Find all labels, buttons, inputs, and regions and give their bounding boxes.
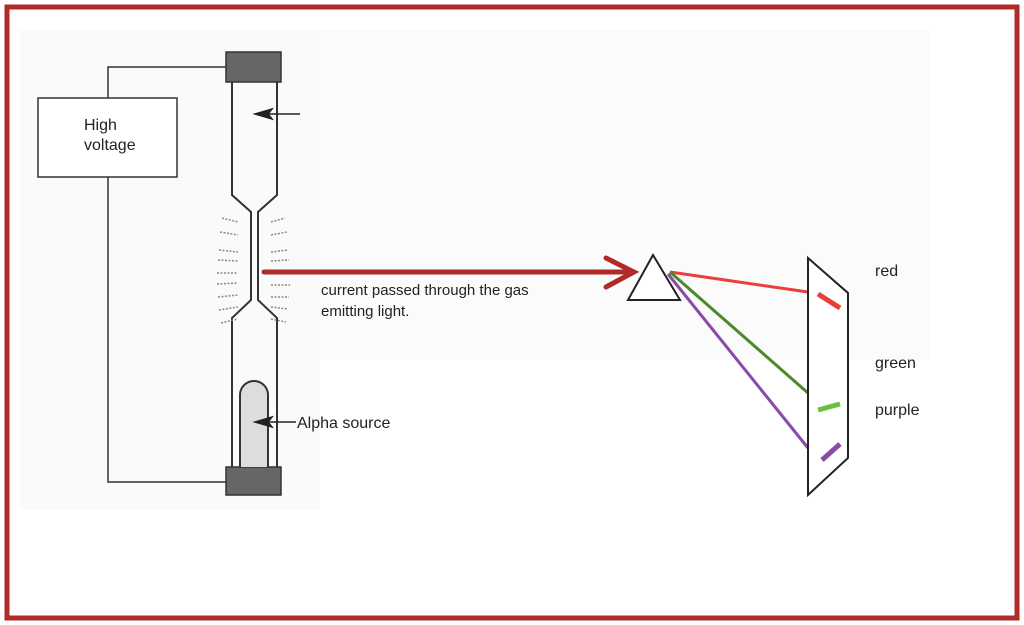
label-red: red — [875, 263, 899, 280]
glow-marks — [216, 217, 290, 324]
high-voltage-line-2: voltage — [84, 137, 136, 154]
frame-border — [4, 4, 1020, 621]
high-voltage-box — [37, 97, 178, 178]
bottom-electrode-cap — [225, 466, 282, 496]
pointer-arrow-top — [252, 107, 300, 121]
label-purple: purple — [875, 402, 920, 419]
ray-purple — [666, 273, 810, 449]
discharge-tube — [231, 82, 278, 467]
description-line-2: emitting light. — [321, 303, 410, 320]
alpha-source-label: Alpha source — [297, 415, 391, 432]
alpha-source-capsule — [239, 380, 269, 467]
description-line-1: current passed through the gas — [321, 282, 529, 299]
top-electrode-cap — [225, 51, 282, 83]
detector-screen — [807, 255, 849, 498]
wire-top — [107, 66, 226, 98]
spectral-line-purple — [820, 442, 842, 462]
light-arrow — [261, 255, 640, 290]
high-voltage-label: High voltage — [84, 116, 136, 156]
ray-red — [669, 270, 809, 294]
label-green: green — [875, 355, 916, 372]
pointer-arrow-alpha — [252, 415, 296, 429]
wire-bottom — [107, 177, 226, 483]
spectral-line-red — [816, 291, 842, 311]
spectral-line-green — [817, 401, 841, 413]
ray-green — [669, 270, 809, 395]
prism — [626, 253, 682, 301]
high-voltage-line-1: High — [84, 117, 117, 134]
description-label: current passed through the gas emitting … — [321, 280, 529, 322]
